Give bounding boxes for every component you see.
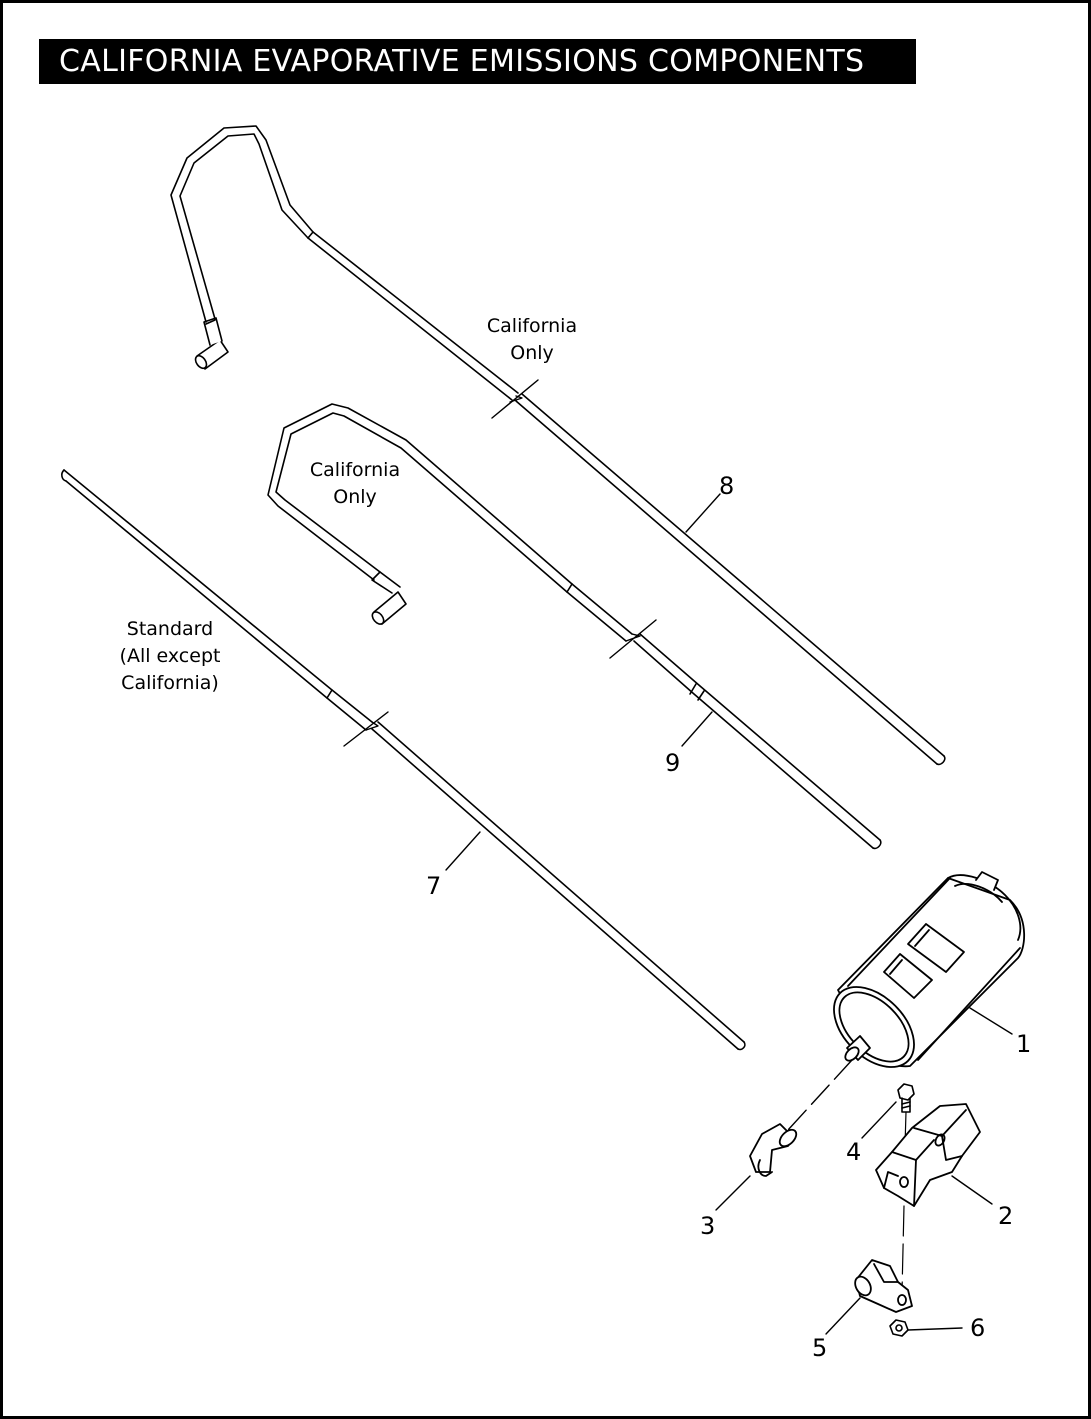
note-standard: Standard (All except California) — [120, 618, 221, 694]
screw — [897, 1083, 915, 1113]
page-title: CALIFORNIA EVAPORATIVE EMISSIONS COMPONE… — [39, 39, 916, 84]
callout-leader-4 — [861, 1101, 897, 1139]
callout-5: 5 — [812, 1334, 827, 1362]
svg-text:California: California — [487, 315, 577, 337]
hose-7 — [61, 469, 746, 1051]
svg-text:California: California — [310, 459, 400, 481]
clamp — [854, 1259, 913, 1313]
elbow-fitting — [749, 1123, 798, 1177]
assembly-line-canister-elbow — [787, 1059, 853, 1131]
hose-9-break-mark — [609, 619, 657, 659]
callout-leader-3 — [715, 1175, 751, 1211]
callout-4: 4 — [846, 1138, 861, 1166]
callout-9: 9 — [665, 749, 680, 777]
hose-7-break-mark — [343, 711, 389, 747]
callout-3: 3 — [700, 1212, 715, 1240]
callout-7: 7 — [426, 872, 441, 900]
hose-9-elbow-fitting — [371, 571, 407, 625]
callout-8: 8 — [719, 472, 734, 500]
callout-leader-7 — [445, 831, 481, 871]
hose-8-elbow-fitting — [194, 317, 229, 370]
callout-leader-2 — [951, 1175, 993, 1205]
callout-leaders — [445, 493, 993, 1335]
svg-text:Only: Only — [333, 486, 377, 508]
canister-label-lower — [883, 953, 933, 999]
callout-leader-8 — [685, 493, 721, 533]
canister-port — [844, 1035, 871, 1062]
mounting-bracket — [875, 1103, 981, 1207]
note-california-middle: California Only — [310, 459, 400, 508]
note-california-upper: California Only — [487, 315, 577, 364]
svg-text:Standard: Standard — [127, 618, 213, 640]
canister-label-upper — [907, 923, 965, 973]
hose-9-bent-section — [267, 403, 573, 585]
hose-8-break-mark — [491, 379, 539, 419]
assembly-line-bracket-clamp — [901, 1205, 905, 1293]
svg-text:California): California) — [121, 672, 219, 694]
svg-text:Only: Only — [510, 342, 554, 364]
hose-8-bent-section — [170, 125, 314, 323]
callout-1: 1 — [1016, 1030, 1031, 1058]
callout-leader-9 — [681, 711, 713, 747]
hose-9 — [267, 403, 882, 850]
callout-leader-1 — [969, 1007, 1013, 1035]
hose-8 — [170, 125, 946, 766]
svg-text:(All except: (All except — [120, 645, 221, 667]
callout-leader-6 — [907, 1327, 963, 1331]
callout-2: 2 — [998, 1202, 1013, 1230]
hose-8-straight-run — [312, 231, 519, 394]
callout-numbers: 1 2 3 4 5 6 7 8 9 — [426, 472, 1031, 1362]
callout-6: 6 — [970, 1314, 985, 1342]
hose-9-coupler — [689, 683, 705, 701]
callout-leader-5 — [825, 1297, 861, 1335]
canister — [833, 871, 1026, 1068]
nut — [889, 1319, 909, 1337]
